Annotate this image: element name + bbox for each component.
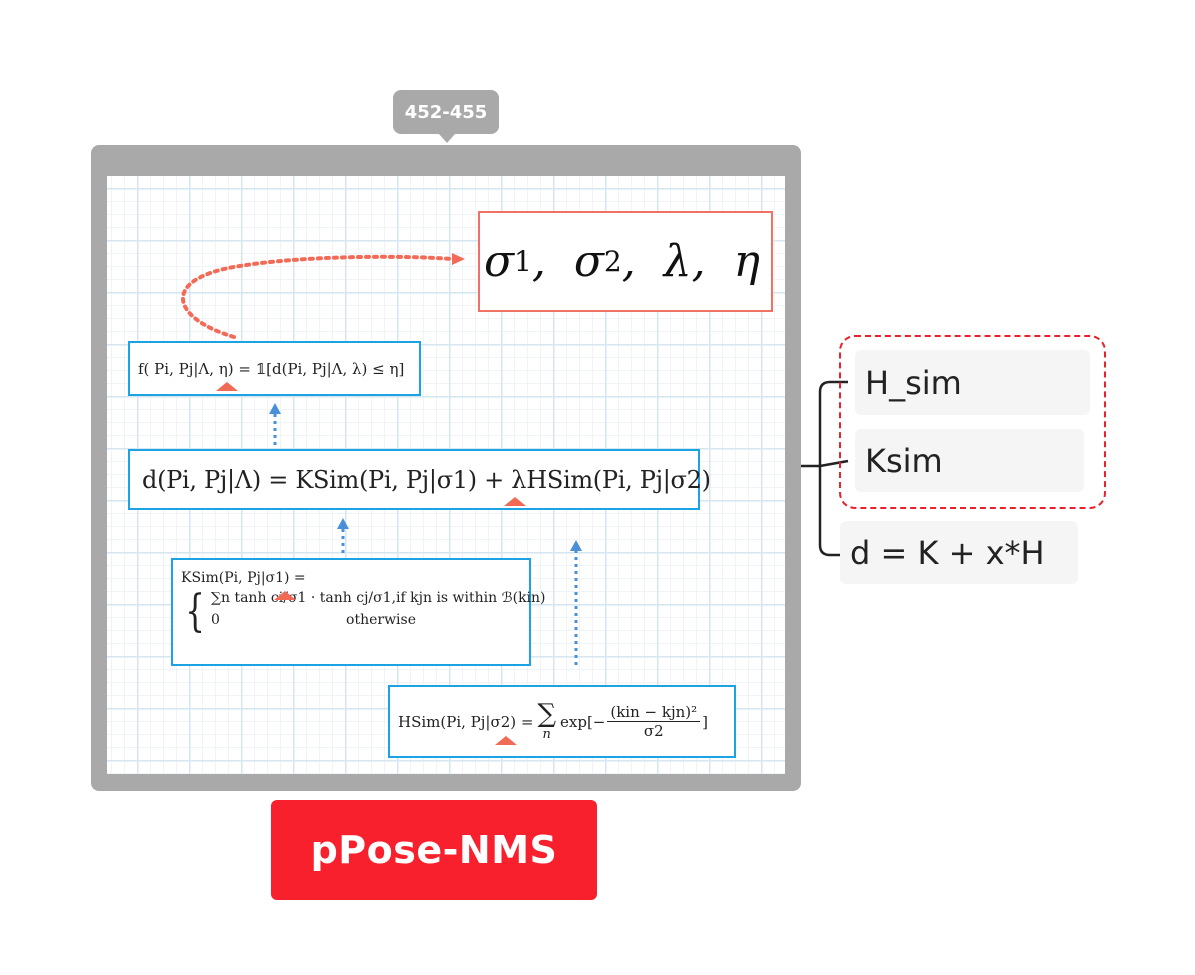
formula-k-head: KSim(Pi, Pj|σ1) = bbox=[181, 570, 306, 586]
formula-k-case1-expr: ∑n tanh ci/σ1 · tanh cj/σ1, bbox=[211, 590, 397, 606]
red-curved-arrow bbox=[181, 254, 454, 339]
topic-h-sim[interactable]: H_sim bbox=[855, 350, 1090, 415]
formula-f-caret bbox=[216, 382, 238, 391]
formula-h-caret bbox=[495, 736, 517, 745]
central-topic-title[interactable]: pPose-NMS bbox=[271, 800, 597, 900]
formula-d-lhs: d(Pi, Pj|Λ) bbox=[142, 465, 261, 494]
formula-h-lhs: HSim(Pi, Pj|σ2) = bbox=[398, 712, 534, 731]
formula-f-text: f( P bbox=[138, 359, 165, 378]
pose-distance-formula[interactable]: d(Pi, Pj|Λ) = KSim(Pi, Pj|σ1) + λHSim(Pi… bbox=[128, 449, 711, 510]
page-range-badge: 452-455 bbox=[393, 90, 499, 143]
formula-k-caret bbox=[274, 591, 296, 600]
topic-k-sim[interactable]: Ksim bbox=[855, 429, 1084, 492]
mindmap-connector bbox=[801, 380, 849, 557]
topic-d-formula[interactable]: d = K + x*H bbox=[840, 521, 1078, 584]
formula-k-case2-expr: 0 bbox=[211, 612, 220, 628]
formula-h-exp: exp[− bbox=[560, 712, 606, 731]
formula-k-case2-cond: otherwise bbox=[346, 612, 416, 628]
formula-d-caret bbox=[504, 497, 526, 506]
selection-outline bbox=[839, 335, 1106, 509]
k-similarity-formula[interactable]: KSim(Pi, Pj|σ1) = { ∑n tanh ci/σ1 · tanh… bbox=[171, 558, 546, 666]
formula-d-rhs: = KSim(Pi, Pj|σ1) + λHSim(Pi, Pj|σ2) bbox=[268, 465, 711, 494]
formula-k-case1-cond: if kjn is within ℬ(kin) bbox=[396, 590, 546, 606]
red-arrowhead bbox=[452, 253, 465, 265]
formula-f-body: i, Pj|Λ, η) = 𝟙[d(Pi, Pj|Λ, λ) ≤ η] bbox=[164, 359, 405, 378]
